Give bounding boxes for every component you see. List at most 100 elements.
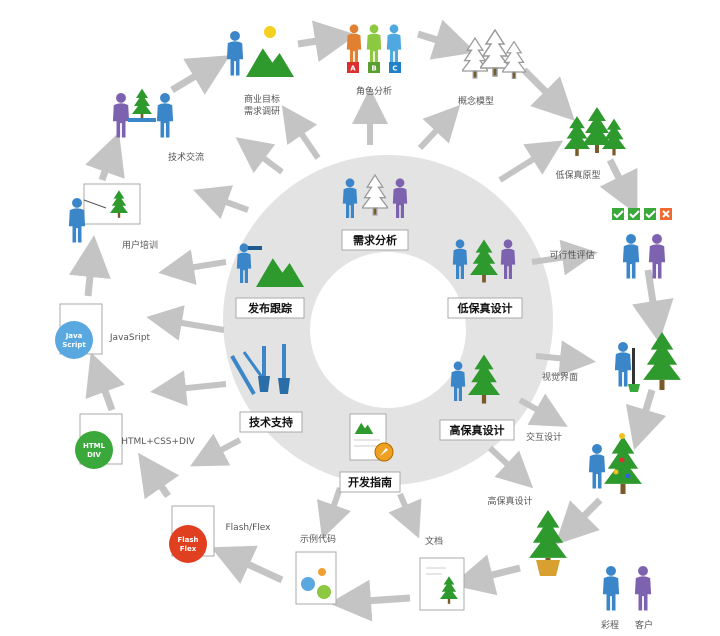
- ring-hole: [310, 252, 466, 408]
- concept-label: 概念模型: [458, 95, 494, 107]
- visual-label: 视觉界面: [542, 371, 578, 383]
- arrow-3: [521, 67, 575, 121]
- person-icon: [622, 233, 640, 279]
- molecule-icon: [301, 577, 315, 591]
- badge-a: [347, 62, 359, 73]
- flash-label: Flash/Flex: [226, 523, 272, 533]
- radial-arrows: [146, 88, 598, 539]
- node-concept-model: 概念模型: [458, 29, 526, 107]
- table-icon: [128, 118, 156, 122]
- badge-c: [389, 62, 401, 73]
- html-label: HTML+CSS+DIV: [121, 437, 195, 447]
- mountain-icon: [246, 48, 294, 77]
- node-feasibility: 可行性评估: [549, 208, 672, 279]
- training-label: 用户培训: [122, 239, 158, 251]
- node-hifi-design: 高保真设计: [487, 495, 567, 576]
- telescope-icon: [248, 246, 262, 250]
- person-icon: [634, 565, 652, 611]
- node-interaction: 交互设计: [526, 431, 642, 494]
- flash-badge: [169, 525, 207, 563]
- xmas-tree-icon: [604, 436, 642, 494]
- high-fi-box: [439, 419, 515, 441]
- svg-text:Flex: Flex: [180, 545, 197, 553]
- pot-icon: [536, 560, 560, 576]
- high-fi-label: 高保真设计: [450, 423, 505, 437]
- roles-label: 角色分析: [356, 85, 392, 97]
- sponsor-label: 彩程: [601, 620, 619, 631]
- person-icon: [588, 443, 606, 489]
- svg-text:Java: Java: [65, 332, 83, 340]
- arrow-5: [632, 269, 674, 343]
- tree-outline-icon: [462, 37, 488, 79]
- node-business-goals: 商业目标 需求调研: [226, 26, 294, 117]
- low-fi-box: [447, 297, 523, 319]
- tree-icon: [643, 332, 681, 390]
- sample-code-label: 示例代码: [300, 533, 336, 545]
- arrow-15: [170, 55, 231, 95]
- arrow-6: [625, 388, 667, 451]
- release-label: 发布跟踪: [247, 301, 292, 315]
- node-dev-guide: 开发指南: [339, 413, 401, 493]
- node-training: 用户培训: [68, 183, 158, 251]
- arrow-4: [599, 158, 638, 215]
- person-icon: [346, 24, 362, 64]
- docs-label: 文档: [425, 535, 443, 547]
- person-icon: [386, 24, 402, 64]
- javascript-badge: [55, 321, 93, 359]
- person-icon: [602, 565, 620, 611]
- person-icon: [68, 197, 86, 243]
- arrow-1: [297, 20, 357, 63]
- arrow-14: [85, 132, 125, 182]
- node-docs: 文档: [419, 535, 465, 611]
- person-icon: [156, 92, 174, 138]
- node-javascript: Java Script JavaSript: [55, 303, 151, 359]
- dev-guide-label: 开发指南: [348, 475, 392, 489]
- arrow-9: [329, 579, 411, 622]
- business-label-2: 需求调研: [244, 105, 280, 117]
- pick-icon: [230, 354, 256, 396]
- svg-text:Flash: Flash: [177, 536, 198, 544]
- shovel-icon: [262, 346, 266, 376]
- check-icon: [612, 208, 624, 220]
- arrow-12: [85, 352, 125, 412]
- potted-tree-icon: [529, 510, 567, 568]
- requirements-label: 需求分析: [353, 233, 397, 247]
- node-sample-code: 示例代码: [295, 533, 337, 605]
- javascript-label: JavaSript: [109, 333, 151, 343]
- shovel-icon: [628, 384, 640, 392]
- node-tech-talk: 技术交流: [112, 88, 204, 163]
- arrow-8: [451, 554, 521, 596]
- low-fi-label: 低保真设计: [457, 301, 513, 315]
- badge-b: [368, 62, 380, 73]
- node-lofi-prototype: 低保真原型: [555, 107, 626, 181]
- interaction-label: 交互设计: [526, 431, 562, 443]
- dev-guide-box: [339, 471, 401, 493]
- arrow-10: [210, 545, 284, 584]
- node-release: 发布跟踪: [235, 243, 305, 319]
- person-icon: [614, 341, 632, 387]
- node-visual-ui: 视觉界面: [542, 332, 681, 392]
- svg-text:Script: Script: [62, 341, 86, 349]
- client-label: 客户: [635, 619, 653, 631]
- sun-icon: [264, 26, 276, 38]
- feasibility-label: 可行性评估: [549, 249, 594, 261]
- tech-talk-label: 技术交流: [168, 151, 204, 163]
- node-high-fi: 高保真设计: [439, 354, 515, 441]
- node-flash-flex: Flash Flex Flash/Flex: [169, 505, 272, 563]
- node-html-css: HTML DIV HTML+CSS+DIV: [75, 413, 196, 469]
- node-team: 彩程 客户: [601, 565, 653, 631]
- tree-icon: [132, 88, 152, 120]
- business-label-1: 商业目标: [244, 93, 280, 105]
- whiteboard-icon: [83, 183, 141, 225]
- arrow-7: [555, 497, 603, 545]
- tech-support-box: [239, 411, 303, 433]
- svg-text:C: C: [392, 65, 397, 73]
- hifi-label: 高保真设计: [487, 495, 532, 507]
- document-icon: [419, 557, 465, 611]
- person-icon: [226, 30, 244, 76]
- arrow-13: [69, 235, 111, 297]
- node-requirements: 需求分析: [341, 174, 409, 251]
- person-icon: [366, 24, 382, 64]
